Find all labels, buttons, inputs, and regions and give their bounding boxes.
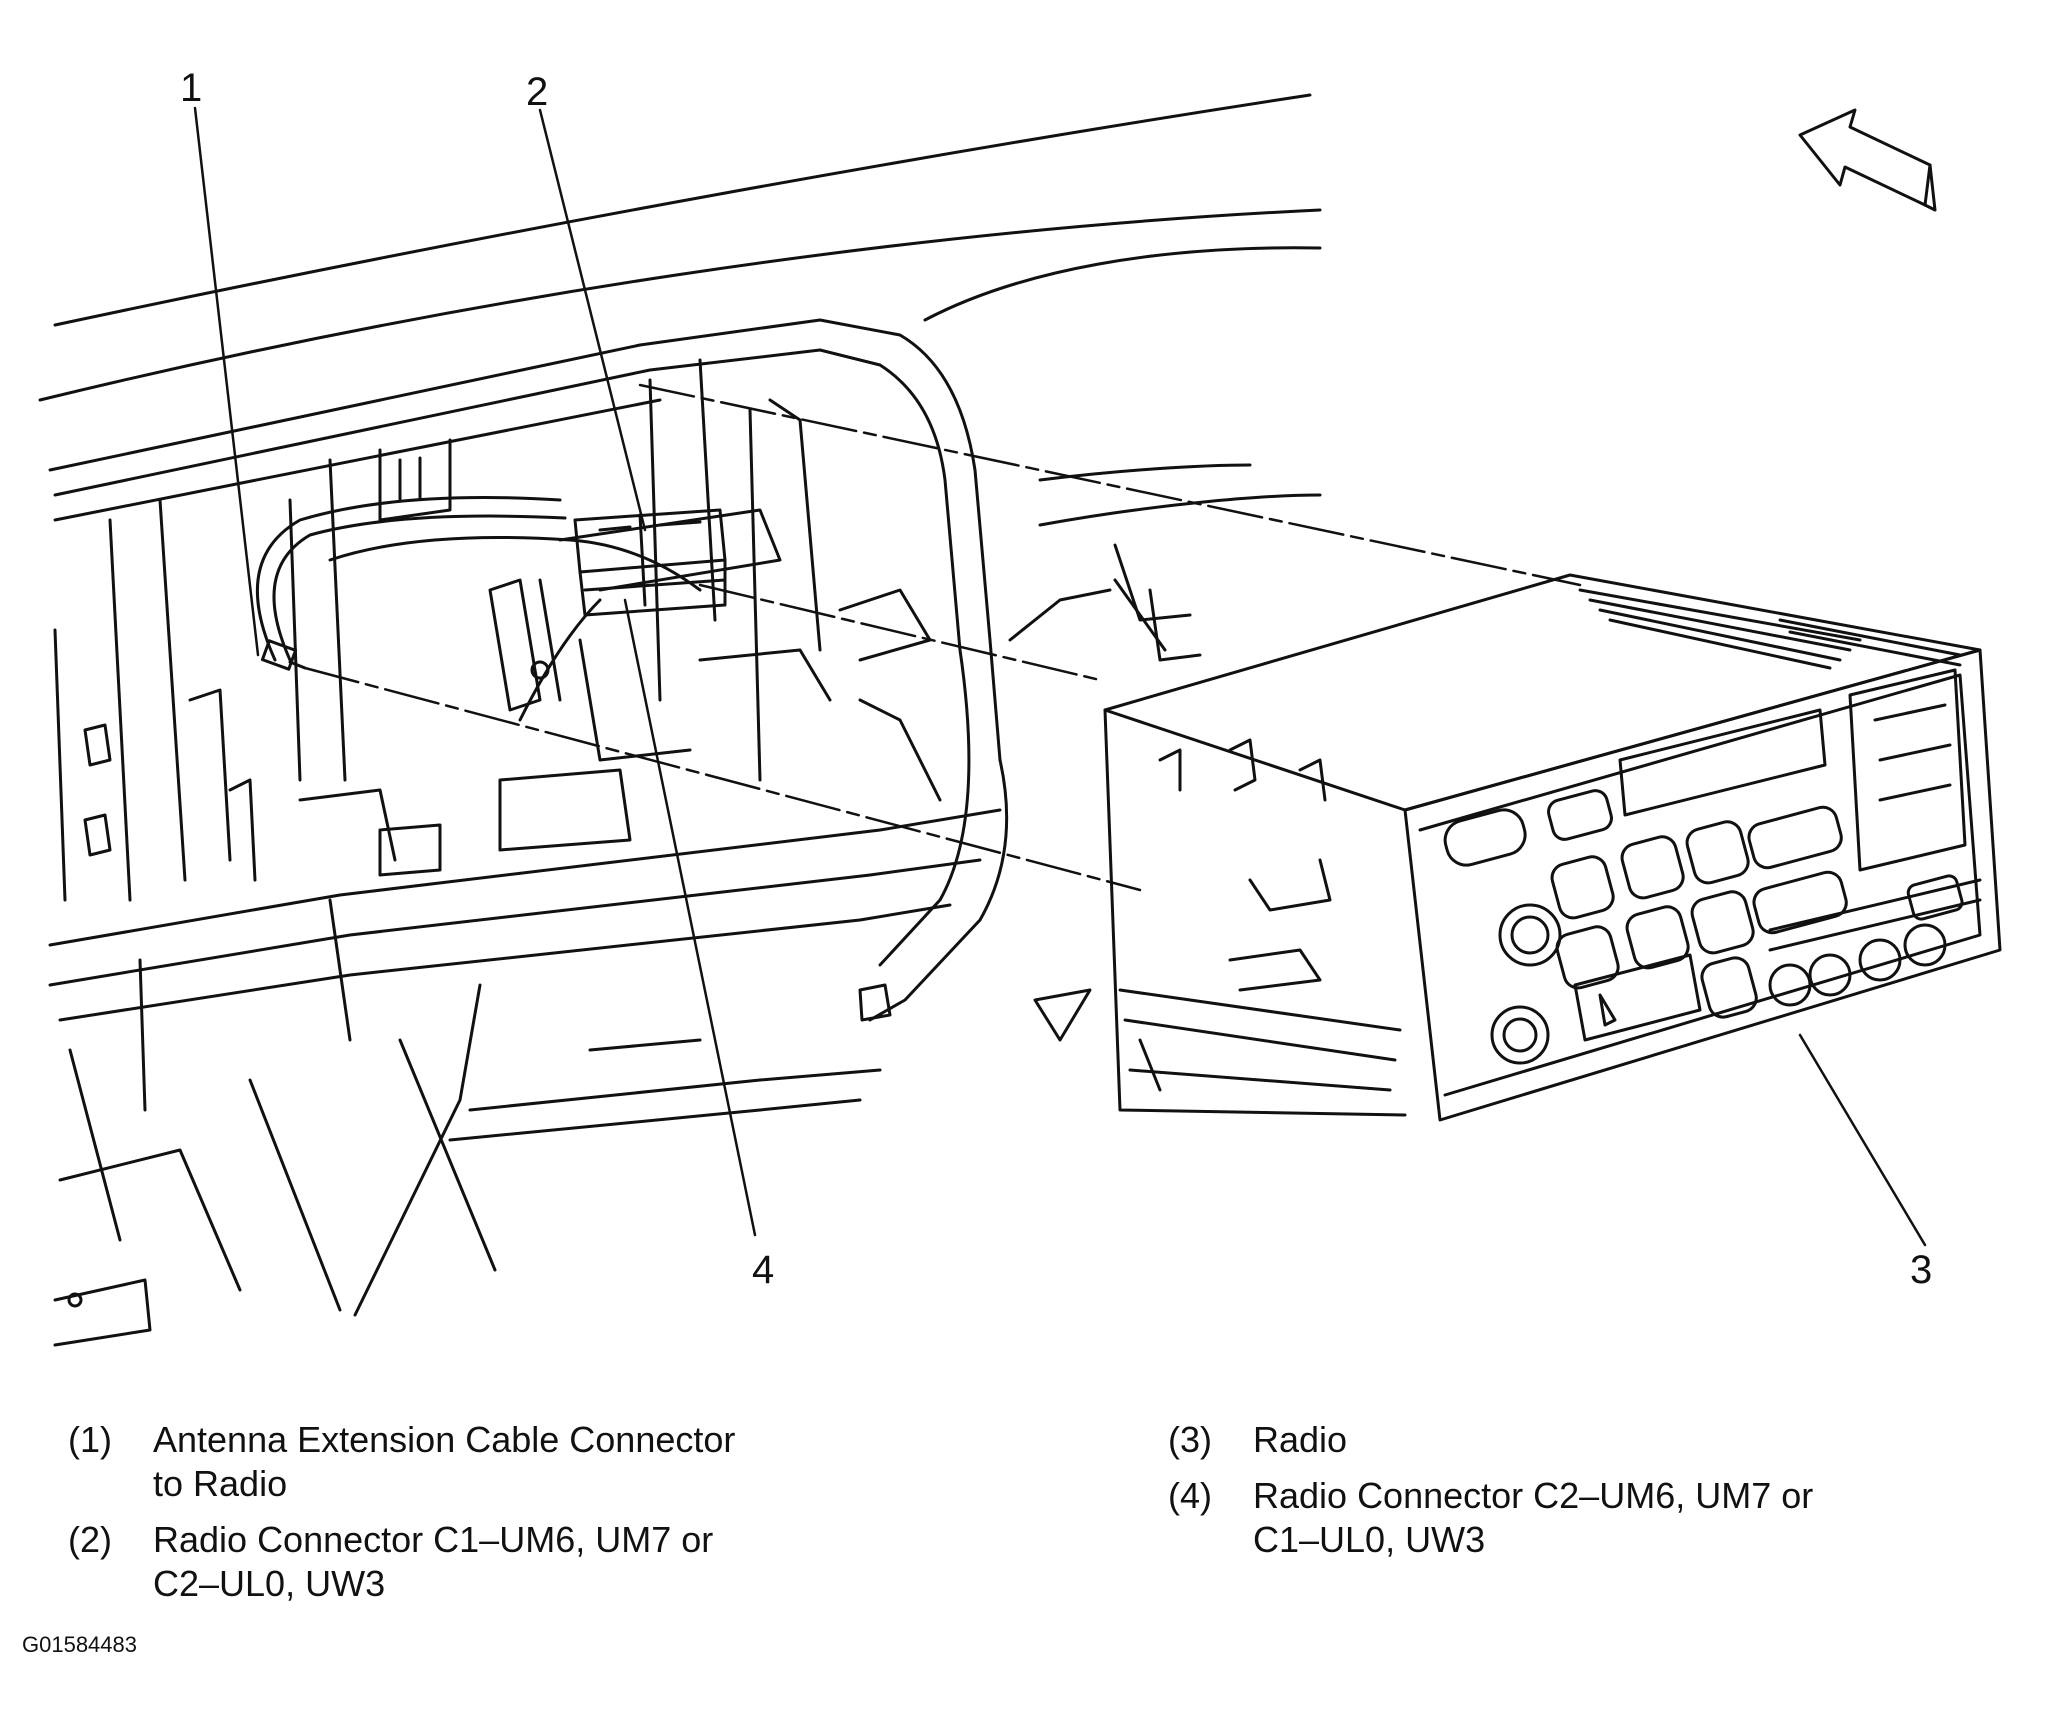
legend-right-column: (3) Radio (4) Radio Connector C2–UM6, UM…: [1168, 1418, 1968, 1574]
legend-text: Radio Connector C1–UM6, UM7 or C2–UL0, U…: [153, 1519, 714, 1604]
legend-item-3: (3) Radio: [1168, 1418, 1968, 1462]
legend-text: Radio Connector C2–UM6, UM7 or C1–UL0, U…: [1253, 1475, 1814, 1560]
legend-left-column: (1) Antenna Extension Cable Connector to…: [68, 1418, 888, 1618]
legend-item-2: (2) Radio Connector C1–UM6, UM7 or C2–UL…: [68, 1518, 888, 1606]
callout-4: 4: [752, 1248, 775, 1292]
radio-unit: [1103, 573, 2002, 1122]
installation-path-lines: [303, 383, 1582, 892]
legend-item-4: (4) Radio Connector C2–UM6, UM7 or C1–UL…: [1168, 1474, 1968, 1562]
legend-text: Antenna Extension Cable Connector to Rad…: [153, 1419, 736, 1504]
callout-leaders: [193, 106, 1927, 1247]
antenna-cable-connector: [260, 639, 307, 671]
callout-2: 2: [526, 70, 549, 114]
callout-3: 3: [1910, 1248, 1933, 1292]
legend-key: (4): [1168, 1475, 1212, 1516]
view-direction-arrow-icon: [1798, 108, 1937, 212]
wiring-harness: [256, 496, 702, 722]
radio-connectors: [573, 508, 727, 617]
radio-installation-diagram: 1 2 3 4: [38, 66, 2002, 1347]
legend-key: (2): [68, 1519, 112, 1560]
legend-item-1: (1) Antenna Extension Cable Connector to…: [68, 1418, 888, 1506]
legend-key: (1): [68, 1419, 112, 1460]
callout-1: 1: [180, 66, 203, 110]
figure-id: G01584483: [22, 1632, 137, 1657]
upper-dash-lines: [38, 93, 1322, 527]
legend-key: (3): [1168, 1419, 1212, 1460]
legend-text: Radio: [1253, 1419, 1348, 1460]
instrument-panel-carrier: [48, 318, 1202, 1347]
